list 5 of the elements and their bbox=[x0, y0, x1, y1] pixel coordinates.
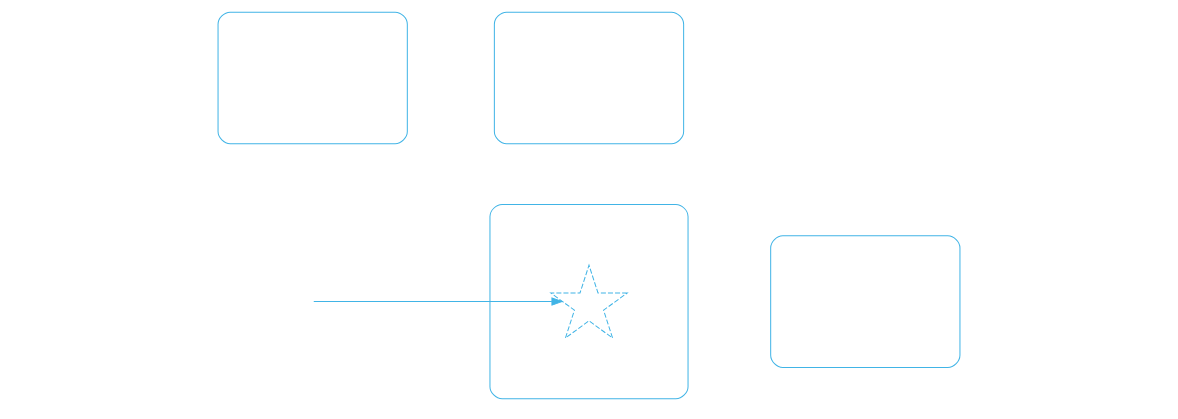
arrow bbox=[313, 297, 564, 306]
node-box bbox=[493, 11, 685, 145]
cluster bbox=[489, 203, 689, 400]
node-box bbox=[217, 11, 408, 145]
node-box bbox=[770, 235, 961, 368]
